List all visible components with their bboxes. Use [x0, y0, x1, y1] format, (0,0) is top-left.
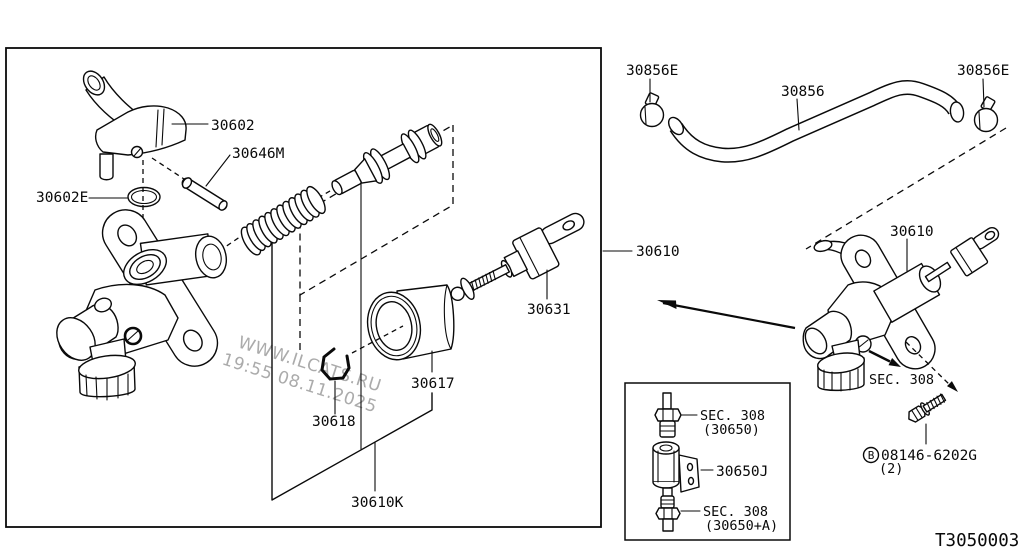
exploded-view-group: WWW.ILCATS.RU 19:55 08.11.2025 — [5, 47, 602, 528]
clamp-right-leader — [982, 78, 985, 108]
exploded-view-frame — [5, 47, 602, 528]
hose-leader — [796, 98, 800, 131]
hose-fill — [670, 81, 961, 162]
label-clamp-left[interactable]: 30856E — [626, 63, 678, 79]
label-push-rod[interactable]: 30631 — [527, 302, 571, 318]
label-damper-bracket[interactable]: 30650J — [716, 464, 768, 480]
piston-spring-part — [240, 185, 326, 256]
reservoir-cap — [78, 354, 136, 401]
sec308-arrow — [868, 349, 901, 367]
label-snap-ring[interactable]: 30618 — [312, 414, 356, 430]
installed-reservoir-cap — [816, 352, 866, 392]
master-cylinder-body-part — [56, 209, 228, 401]
o-ring-part — [127, 186, 161, 208]
snap-ring-part — [320, 347, 351, 381]
label-clamp-right[interactable]: 30856E — [957, 63, 1009, 79]
label-reservoir-connector[interactable]: 30602 — [211, 118, 255, 134]
reservoir-connector-part — [82, 70, 187, 181]
inset-bottom-fitting — [655, 487, 681, 532]
boot-part — [366, 284, 455, 361]
bolt-badge-circle — [862, 446, 880, 464]
label-o-ring[interactable]: 30602E — [36, 190, 88, 206]
spring-axis-dashed — [211, 231, 248, 257]
hose-clamp-right — [973, 96, 999, 133]
drawing-code: T3050003 — [935, 531, 1019, 551]
label-inset-top-part: (30650) — [703, 422, 760, 438]
label-pin[interactable]: 30646M — [232, 146, 285, 162]
bolt-badge-letter: B — [868, 449, 875, 462]
label-inset-bottom-part: (30650+A) — [705, 518, 778, 534]
kit-plane-solid — [271, 242, 433, 501]
label-master-cylinder-installed[interactable]: 30610 — [890, 224, 934, 240]
installed-assembly-group: 30610 SEC. 308 B 08146-6202G (2) — [802, 224, 1000, 477]
inset-box-group: SEC. 308 (30650) 30650J SEC. 308 (30650+… — [624, 382, 791, 541]
inset-damper-bracket — [652, 441, 700, 493]
snapring-boot-dashed — [351, 325, 404, 354]
label-inset-bottom-sec[interactable]: SEC. 308 — [703, 504, 768, 520]
push-rod-part — [450, 212, 585, 301]
label-repair-kit[interactable]: 30610K — [351, 495, 404, 511]
label-bolt[interactable]: 08146-6202G — [881, 448, 977, 464]
pin-axis-dashed — [151, 157, 185, 180]
bolt-part — [908, 393, 947, 423]
label-bolt-qty: (2) — [879, 461, 903, 477]
piston-part — [331, 123, 443, 196]
clevis — [950, 227, 1000, 277]
bolt-position-dashed — [905, 341, 954, 389]
label-boot[interactable]: 30617 — [411, 376, 455, 392]
clamp-position-dashed — [805, 127, 1007, 250]
pin-leader — [205, 154, 231, 187]
label-inset-top-sec[interactable]: SEC. 308 — [700, 408, 765, 424]
direction-arrow — [657, 300, 796, 330]
label-master-cylinder-exploded[interactable]: 30610 — [636, 244, 680, 260]
hose-clamp-left — [639, 92, 665, 128]
hose-group: 30856E 30856 30856E — [626, 63, 1009, 250]
label-hose[interactable]: 30856 — [781, 84, 825, 100]
inset-top-fitting — [654, 392, 682, 438]
bolt-pointer-arrowhead — [947, 381, 958, 392]
label-section-ref[interactable]: SEC. 308 — [869, 372, 934, 388]
pin-part — [181, 177, 228, 211]
